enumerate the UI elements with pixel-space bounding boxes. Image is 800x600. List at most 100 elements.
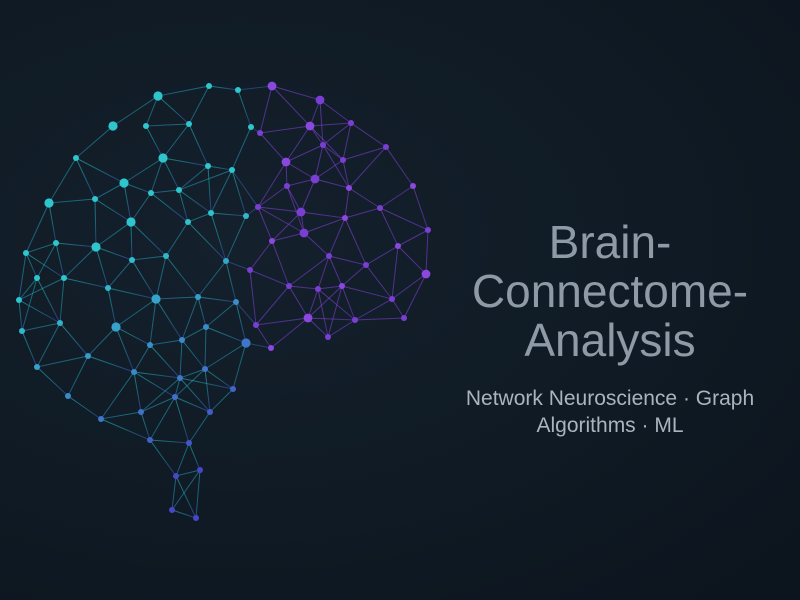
network-edge [75, 157, 96, 200]
network-node [352, 317, 358, 323]
network-node [138, 409, 144, 415]
network-edge [21, 322, 61, 332]
network-edge [322, 122, 352, 146]
network-node [98, 416, 104, 422]
network-edge [48, 202, 57, 244]
network-edge [271, 232, 305, 242]
network-edge [397, 245, 427, 275]
network-edge [354, 298, 393, 321]
network-edge [133, 371, 181, 379]
network-node [348, 120, 354, 126]
network-edge [303, 217, 346, 234]
network-node [158, 153, 168, 163]
network-edge [271, 211, 302, 242]
network-edge [107, 287, 157, 300]
network-edge [231, 126, 252, 171]
network-edge [249, 240, 273, 271]
network-edge [249, 269, 290, 287]
network-edge [342, 159, 350, 189]
network-edge [36, 242, 57, 279]
network-edge [307, 285, 343, 319]
network-edge [237, 89, 252, 128]
network-edge [391, 273, 427, 300]
network-edge [204, 368, 211, 413]
network-edge [391, 298, 405, 319]
network-node [151, 294, 161, 304]
network-edge [317, 285, 343, 290]
network-edge [67, 395, 102, 420]
network-node [303, 313, 313, 323]
network-edge [379, 207, 399, 247]
network-node [248, 124, 254, 130]
network-node [401, 315, 407, 321]
network-edge [231, 169, 259, 208]
network-edge [348, 187, 381, 209]
network-edge [36, 277, 61, 324]
network-edge [149, 439, 190, 444]
network-node [299, 228, 309, 238]
network-node [108, 121, 118, 131]
network-node [65, 393, 71, 399]
network-node [207, 409, 213, 415]
network-edge [112, 95, 159, 127]
network-node [19, 328, 25, 334]
network-node [223, 258, 229, 264]
network-node [16, 297, 22, 303]
network-edge [259, 132, 287, 163]
network-edge [354, 317, 405, 321]
network-edge [175, 469, 201, 477]
network-edge [342, 122, 352, 161]
network-edge [314, 144, 324, 180]
network-edge [235, 301, 257, 326]
network-node [92, 196, 98, 202]
network-edge [181, 326, 207, 341]
subtitle-line-1: Network Neuroscience · Graph [465, 387, 755, 410]
network-edge [286, 178, 316, 187]
network-edge [87, 355, 135, 373]
network-edge [100, 371, 135, 420]
network-edge [255, 317, 309, 326]
network-edge [140, 411, 151, 441]
network-node [326, 253, 332, 259]
title-line-3: Analysis [524, 314, 696, 366]
network-node [153, 91, 163, 101]
network-edge [255, 324, 272, 349]
network-edge [350, 122, 387, 148]
network-edge [271, 85, 321, 101]
network-edge [288, 255, 330, 287]
network-node [389, 296, 395, 302]
network-edge [412, 185, 429, 231]
network-node [325, 334, 331, 340]
network-edge [18, 277, 38, 301]
network-node [119, 178, 129, 188]
network-node [247, 267, 253, 273]
network-edge [425, 229, 429, 275]
network-node [229, 167, 235, 173]
network-node [320, 142, 326, 148]
network-node [163, 253, 169, 259]
network-node [253, 322, 259, 328]
network-node [315, 95, 325, 105]
network-edge [175, 475, 197, 519]
network-node [342, 215, 348, 221]
network-node [169, 507, 175, 513]
network-edge [157, 85, 210, 97]
network-edge [207, 165, 212, 214]
network-edge [131, 259, 157, 300]
network-edge [300, 178, 316, 213]
network-edge [94, 182, 125, 200]
network-edge [36, 355, 89, 368]
network-node [143, 123, 149, 129]
network-edge [130, 221, 167, 257]
network-edge [344, 207, 381, 219]
network-node [421, 269, 431, 279]
network-edge [174, 396, 211, 413]
network-edge [100, 418, 151, 441]
network-edge [286, 185, 302, 213]
network-edge [123, 157, 164, 184]
network-node [305, 121, 315, 131]
network-edge [232, 342, 247, 390]
network-edge [174, 396, 190, 444]
network-node [34, 364, 40, 370]
